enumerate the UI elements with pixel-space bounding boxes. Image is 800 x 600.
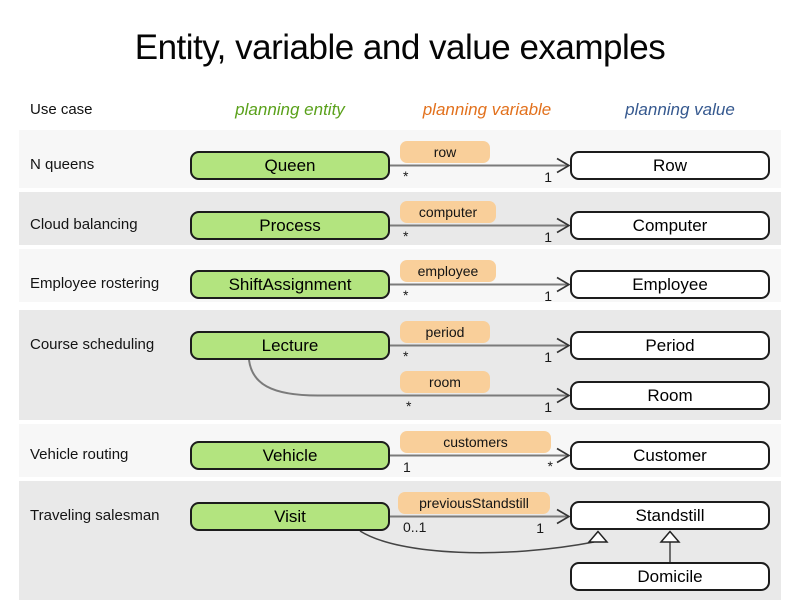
multiplicity-from: 0..1 [403,519,427,535]
open-arrowhead-room [556,387,571,404]
open-arrowhead-employee [556,276,571,293]
value-box-standstill: Standstill [570,501,770,530]
value-box-row: Row [570,151,770,180]
open-arrowhead-row [556,157,571,174]
inheritance-line-visit-standstill [359,530,595,554]
entity-box-lecture: Lecture [190,331,390,360]
page-title: Entity, variable and value examples [134,28,666,67]
variable-label-customers: customers [400,431,551,453]
multiplicity-to: 1 [544,349,552,365]
inheritance-triangle-domicile [659,530,681,543]
multiplicity-from: * [406,398,412,414]
multiplicity-to: 1 [544,399,552,415]
value-box-domicile: Domicile [570,562,770,591]
use-case-label: Vehicle routing [30,446,129,463]
column-header-planning-entity: planning entity [235,100,345,119]
entity-box-queen: Queen [190,151,390,180]
variable-label-previousstandstill: previousStandstill [398,492,550,514]
use-case-label: Cloud balancing [30,216,138,233]
multiplicity-from: 1 [403,459,411,475]
entity-box-visit: Visit [190,502,390,531]
variable-label-computer: computer [400,201,496,223]
entity-box-shiftassignment: ShiftAssignment [190,270,390,299]
value-box-employee: Employee [570,270,770,299]
multiplicity-to: 1 [536,520,544,536]
multiplicity-from: * [403,168,409,184]
use-case-label: Traveling salesman [30,507,160,524]
entity-box-process: Process [190,211,390,240]
multiplicity-from: * [403,287,409,303]
multiplicity-to: 1 [544,169,552,185]
multiplicity-to: 1 [544,229,552,245]
column-header-use-case: Use case [30,101,93,118]
multiplicity-to: 1 [544,288,552,304]
open-arrowhead-customer [556,447,571,464]
variable-label-row: row [400,141,490,163]
association-line-lecture-room [248,359,568,397]
inheritance-triangle-visit [587,530,609,543]
variable-label-period: period [400,321,490,343]
variable-label-employee: employee [400,260,496,282]
value-box-customer: Customer [570,441,770,470]
value-box-room: Room [570,381,770,410]
value-box-period: Period [570,331,770,360]
use-case-label: Course scheduling [30,336,155,353]
multiplicity-from: * [403,228,409,244]
use-case-label: Employee rostering [30,275,160,292]
column-header-planning-value: planning value [625,100,735,119]
entity-box-vehicle: Vehicle [190,441,390,470]
multiplicity-from: * [403,348,409,364]
use-case-label: N queens [30,156,95,173]
value-box-computer: Computer [570,211,770,240]
multiplicity-to: * [547,458,553,474]
open-arrowhead-period [556,337,571,354]
open-arrowhead-computer [556,217,571,234]
variable-label-room: room [400,371,490,393]
open-arrowhead-standstill [556,508,571,525]
column-header-planning-variable: planning variable [422,100,552,119]
